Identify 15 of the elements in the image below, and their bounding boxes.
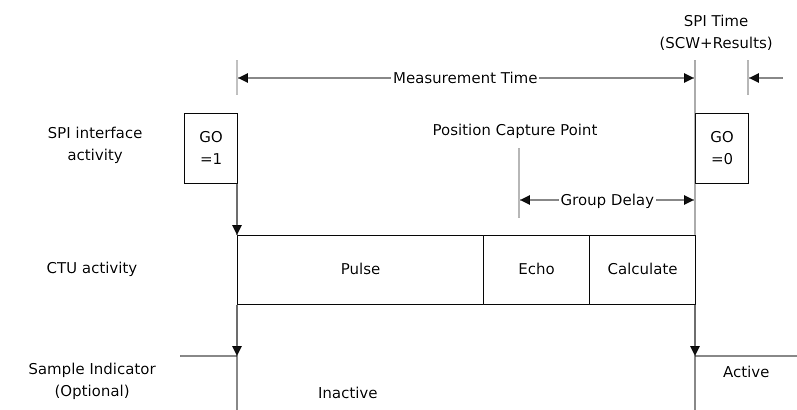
phase-cell: Pulse (237, 235, 484, 305)
row-label: CTU activity (46, 258, 138, 278)
signal-box: GO =0 (695, 113, 749, 184)
arrow (232, 305, 242, 356)
phase-cell: Echo (483, 235, 590, 305)
state-label: Active (723, 362, 770, 382)
state-label: Inactive (318, 382, 378, 404)
arrow (232, 184, 242, 235)
arrow (690, 305, 700, 356)
row-label: Sample Indicator (Optional) (27, 358, 157, 402)
row-label: SPI interface activity (46, 122, 144, 166)
phase-cell: Calculate (589, 235, 696, 305)
signal-box: GO =1 (184, 113, 238, 184)
marker-label: Position Capture Point (432, 120, 598, 140)
timing-label: SPI Time (SCW+Results) (658, 10, 774, 54)
